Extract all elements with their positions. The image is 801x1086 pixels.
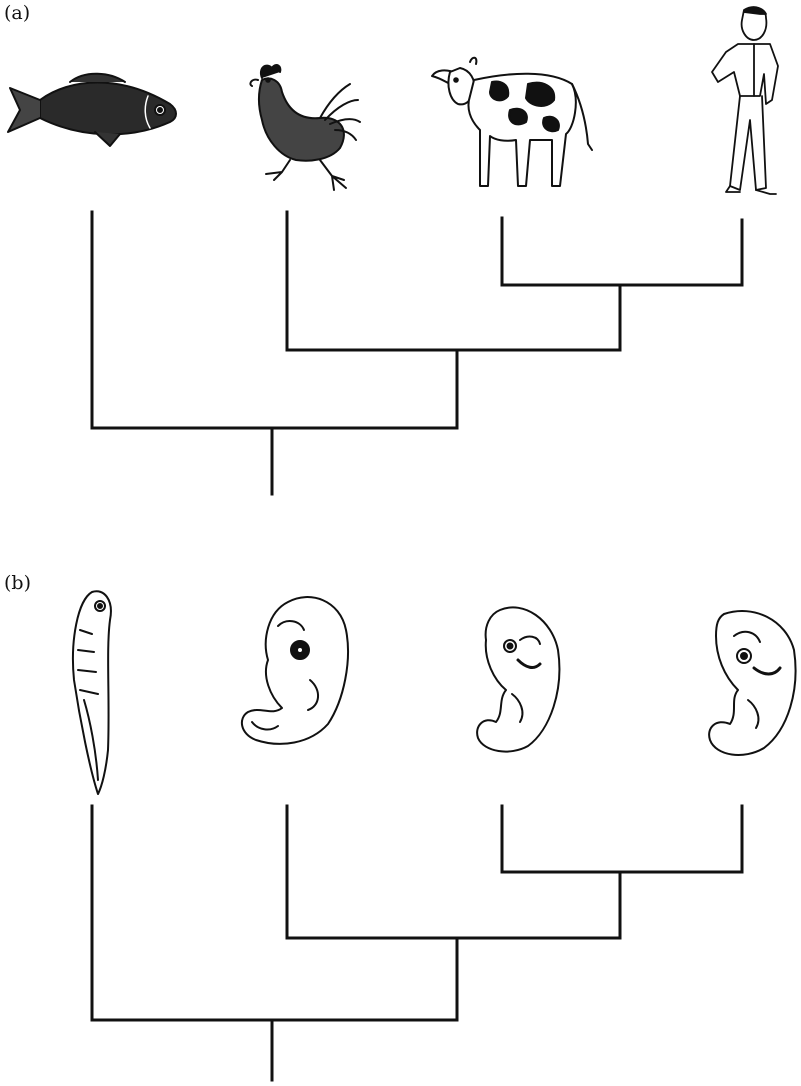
fish-embryo-icon (73, 591, 111, 794)
cow-icon (432, 58, 592, 186)
chicken-icon (250, 65, 360, 190)
panel-b (73, 591, 796, 1080)
fish-icon (8, 74, 176, 146)
chicken-embryo-icon (242, 597, 348, 744)
panel-a (8, 7, 778, 494)
cow-embryo-icon (477, 607, 559, 751)
tree-a (92, 212, 742, 494)
human-icon (712, 7, 778, 194)
human-embryo-icon (709, 611, 795, 755)
tree-b (92, 806, 742, 1080)
